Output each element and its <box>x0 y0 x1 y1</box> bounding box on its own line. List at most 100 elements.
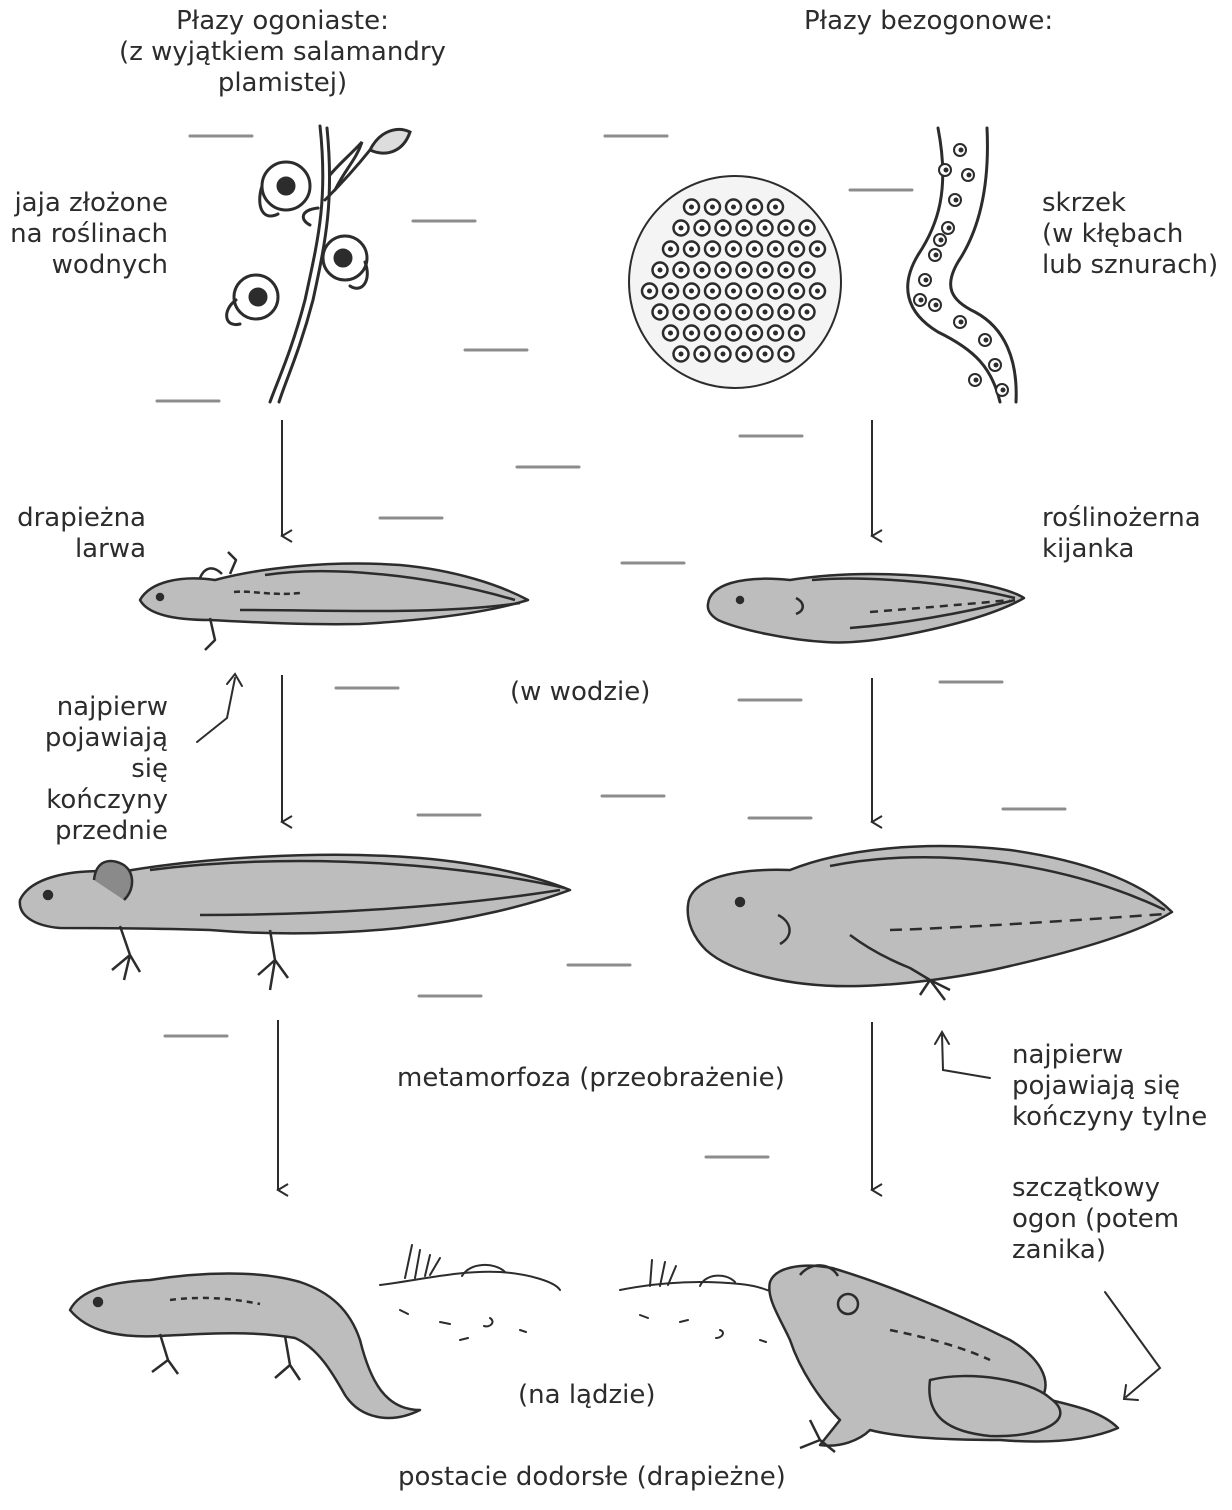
spawn-egg-core <box>679 352 684 357</box>
label-eggs-on-plants: jaja złożone na roślinach wodnych <box>0 188 168 281</box>
spawn-egg-core <box>773 289 778 294</box>
string-egg-core <box>934 253 939 258</box>
spawn-egg-core <box>721 310 726 315</box>
spawn-egg-core <box>763 352 768 357</box>
spawn-egg-core <box>773 331 778 336</box>
spawn-egg-core <box>794 247 799 252</box>
spawn-egg-core <box>763 226 768 231</box>
spawn-egg-core <box>689 247 694 252</box>
spawn-egg-core <box>752 289 757 294</box>
spawn-egg-core <box>689 331 694 336</box>
spawn-egg-core <box>668 289 673 294</box>
spawn-egg-core <box>815 289 820 294</box>
annotation-pointers <box>197 674 1160 1400</box>
spawn-egg-core <box>763 310 768 315</box>
spawn-egg-core <box>794 331 799 336</box>
spawn-egg-core <box>710 247 715 252</box>
string-egg-core <box>944 168 949 173</box>
frog-icon <box>769 1265 1118 1452</box>
spawn-egg-core <box>805 310 810 315</box>
spawn-egg-core <box>742 268 747 273</box>
spawn-egg-core <box>647 289 652 294</box>
spawn-egg-core <box>794 289 799 294</box>
spawn-egg-core <box>668 247 673 252</box>
string-egg-core <box>984 338 989 343</box>
salamander-larva-legs-icon <box>20 855 570 990</box>
spawn-egg-core <box>773 247 778 252</box>
spawn-egg-core <box>784 226 789 231</box>
ground-patch-left <box>380 1245 560 1340</box>
spawn-egg-core <box>700 226 705 231</box>
tadpole-icon <box>708 574 1024 643</box>
spawn-egg-core <box>752 247 757 252</box>
spawn-egg-core <box>710 289 715 294</box>
spawn-egg-core <box>773 205 778 210</box>
label-in-water: (w wodzie) <box>510 677 650 708</box>
spawn-egg-core <box>815 247 820 252</box>
string-egg-core <box>934 303 939 308</box>
frogspawn-icon <box>629 176 841 388</box>
spawn-egg-core <box>700 268 705 273</box>
spawn-egg-core <box>742 352 747 357</box>
spawn-egg-core <box>679 268 684 273</box>
tadpole-legs-icon <box>688 846 1172 1000</box>
frogspawn-string-icon <box>908 128 1016 402</box>
spawn-egg-core <box>763 268 768 273</box>
spawn-egg-core <box>721 352 726 357</box>
salamander-icon <box>70 1274 420 1418</box>
string-egg-core <box>947 226 952 231</box>
label-herbivorous-tadpole: roślinożerna kijanka <box>1042 503 1201 565</box>
hindlimb-pointer <box>942 1034 990 1078</box>
forelimb-pointer <box>197 678 235 742</box>
string-egg-core <box>974 378 979 383</box>
string-egg-core <box>954 198 959 203</box>
spawn-egg-core <box>658 310 663 315</box>
spawn-egg-core <box>668 331 673 336</box>
spawn-egg-core <box>679 226 684 231</box>
header-tailless-amphibians: Płazy bezogonowe: <box>804 6 1053 37</box>
spawn-egg-core <box>710 331 715 336</box>
spawn-egg-core <box>721 226 726 231</box>
spawn-egg-core <box>721 268 726 273</box>
string-egg-core <box>1001 388 1006 393</box>
spawn-egg-core <box>742 226 747 231</box>
label-predatory-larva: drapieżna larwa <box>0 503 146 565</box>
spawn-egg-core <box>689 205 694 210</box>
spawn-egg-core <box>805 226 810 231</box>
spawn-egg-core <box>731 247 736 252</box>
label-metamorphosis: metamorfoza (przeobrażenie) <box>397 1063 785 1094</box>
spawn-egg-core <box>689 289 694 294</box>
string-egg-core <box>967 173 972 178</box>
spawn-egg-core <box>805 268 810 273</box>
spawn-egg-core <box>731 331 736 336</box>
plant-with-eggs-icon <box>227 126 410 402</box>
spawn-egg-core <box>658 268 663 273</box>
string-egg-core <box>994 363 999 368</box>
water-dashes <box>157 136 1065 1157</box>
spawn-egg-core <box>700 310 705 315</box>
label-on-land: (na lądzie) <box>518 1380 656 1411</box>
spawn-egg-core <box>731 289 736 294</box>
spawn-egg-core <box>752 205 757 210</box>
ground-patch-right <box>620 1260 785 1342</box>
label-frogspawn: skrzek (w kłębach lub sznurach) <box>1042 188 1218 281</box>
spawn-egg-core <box>710 205 715 210</box>
string-egg-core <box>959 148 964 153</box>
spawn-egg-core <box>752 331 757 336</box>
spawn-egg-core <box>700 352 705 357</box>
label-hindlimbs-first: najpierw pojawiają się kończyny tylne <box>1012 1040 1207 1133</box>
label-vestigial-tail: szczątkowy ogon (potem zanika) <box>1012 1173 1179 1266</box>
spawn-egg-core <box>784 268 789 273</box>
spawn-egg-core <box>784 310 789 315</box>
spawn-egg-core <box>731 205 736 210</box>
string-egg-core <box>959 320 964 325</box>
header-tailed-amphibians: Płazy ogoniaste: (z wyjątkiem salamandry… <box>60 6 505 99</box>
string-egg-core <box>939 238 944 243</box>
spawn-egg-core <box>742 310 747 315</box>
string-egg-core <box>919 298 924 303</box>
label-forelimbs-first: najpierw pojawiają się kończyny przednie <box>0 692 168 847</box>
spawn-egg-core <box>679 310 684 315</box>
salamander-larva-icon <box>140 552 528 650</box>
label-adult-forms: postacie dodorsłe (drapieżne) <box>398 1462 786 1493</box>
